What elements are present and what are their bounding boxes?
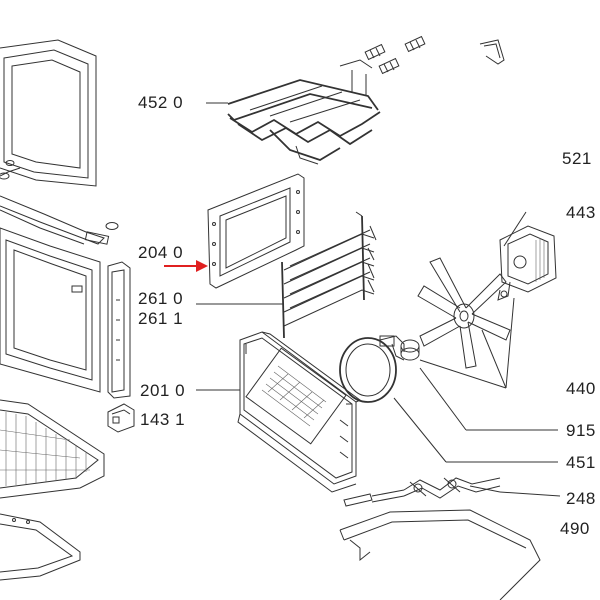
callout-248: 248 — [566, 489, 596, 508]
callout-204-0: 204 0 — [138, 243, 184, 262]
callout-521: 521 — [562, 149, 592, 168]
callout-leader-lines — [196, 102, 561, 497]
grill-heating-element — [227, 59, 381, 165]
fan-blade — [417, 257, 511, 369]
callout-915: 915 — [566, 421, 596, 440]
circular-heating-element — [339, 335, 405, 403]
callout-452-0: 452 0 — [138, 93, 184, 112]
callout-143-1: 143 1 — [140, 410, 186, 429]
grill-terminal-connectors — [364, 35, 426, 75]
hinge-block — [107, 403, 135, 433]
callout-490: 490 — [560, 519, 590, 538]
callout-451: 451 — [566, 453, 596, 472]
shelf-runner-rails — [281, 211, 377, 339]
callout-443: 443 — [566, 203, 596, 222]
door-hinge-bracket — [107, 261, 131, 399]
oven-baking-tray — [0, 513, 81, 581]
oven-wire-rack — [0, 399, 105, 499]
thermostat-probe — [343, 477, 501, 507]
callout-261-1: 261 1 — [138, 309, 184, 328]
oven-door-glass-frame — [0, 195, 119, 245]
callout-201-0: 201 0 — [140, 381, 186, 400]
oven-door-inner-glass — [0, 227, 101, 393]
fan-back-panel — [237, 331, 361, 493]
callout-261-0: 261 0 — [138, 289, 184, 308]
red-arrow-icon — [164, 260, 208, 272]
callout-440: 440 — [566, 379, 596, 398]
bottom-enamel-tray — [339, 509, 541, 600]
oven-door-outer — [0, 39, 97, 187]
fan-motor — [497, 225, 557, 301]
corner-bracket-top-right — [479, 39, 505, 65]
side-support-panel — [207, 173, 305, 289]
motor-spacer — [400, 339, 420, 361]
